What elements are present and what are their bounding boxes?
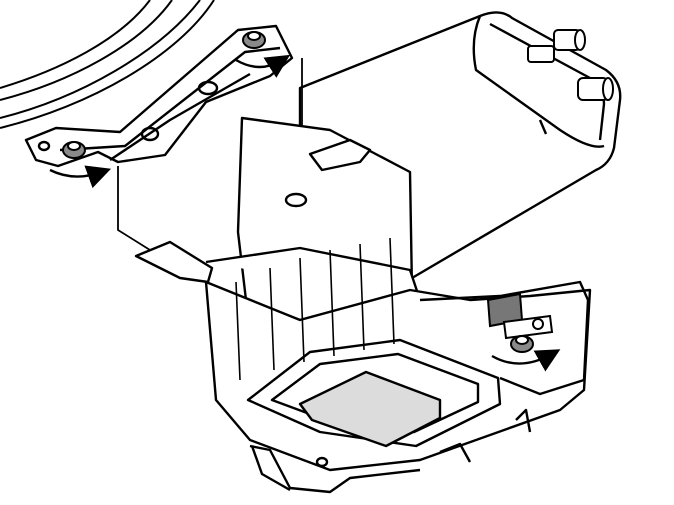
- hex-nut-icon: [62, 31, 534, 353]
- mounting-bracket-tray: [134, 116, 592, 494]
- arrow-top: [235, 54, 291, 78]
- nut-top: [242, 31, 266, 49]
- pipe-fitting: [527, 29, 614, 101]
- nut-right: [510, 335, 534, 353]
- clockwise-arrow-icon: [49, 54, 561, 372]
- nut-left: [62, 141, 86, 159]
- arrow-left: [49, 165, 112, 189]
- vehicle-floor-panel: [0, 0, 215, 129]
- arrow-right: [491, 349, 561, 372]
- mounting-clip: [486, 292, 554, 340]
- mounting-rail: [24, 24, 294, 168]
